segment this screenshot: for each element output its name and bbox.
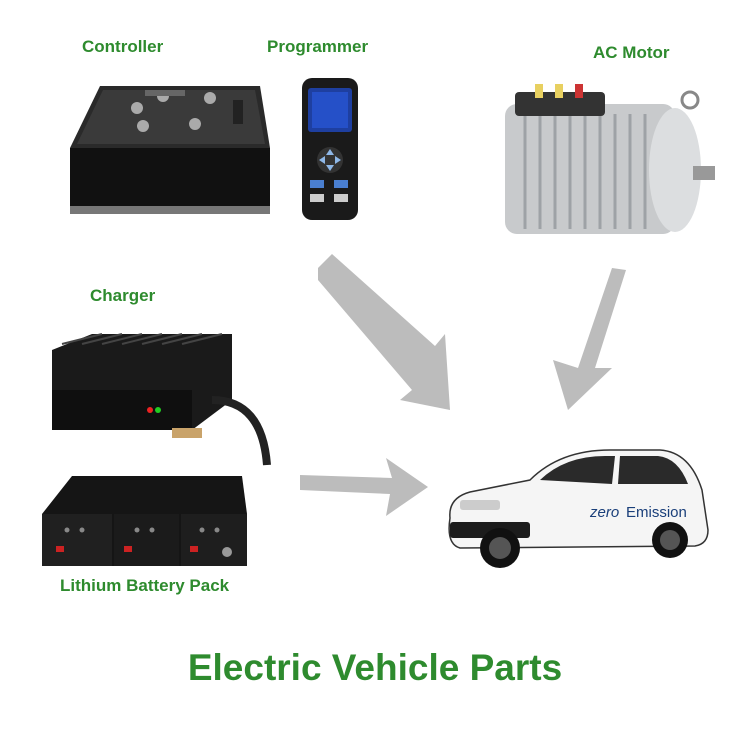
arrow-programmer-to-car xyxy=(318,254,450,410)
car-image: zero Emission xyxy=(448,449,709,568)
charger-label: Charger xyxy=(90,286,156,305)
ac-motor-image xyxy=(505,84,715,234)
programmer-image xyxy=(302,78,358,220)
battery-label: Lithium Battery Pack xyxy=(60,576,230,595)
ac-motor-label: AC Motor xyxy=(593,43,670,62)
arrow-motor-to-car xyxy=(553,268,626,410)
car-decal-zero: zero xyxy=(589,504,619,521)
page-title: Electric Vehicle Parts xyxy=(187,647,563,688)
programmer-label: Programmer xyxy=(267,37,369,56)
battery-image xyxy=(42,476,247,566)
controller-label: Controller xyxy=(82,37,164,56)
arrow-battery-to-car xyxy=(300,458,428,516)
controller-image xyxy=(70,86,270,214)
charger-image xyxy=(52,333,271,466)
car-decal-emission: Emission xyxy=(626,504,687,521)
